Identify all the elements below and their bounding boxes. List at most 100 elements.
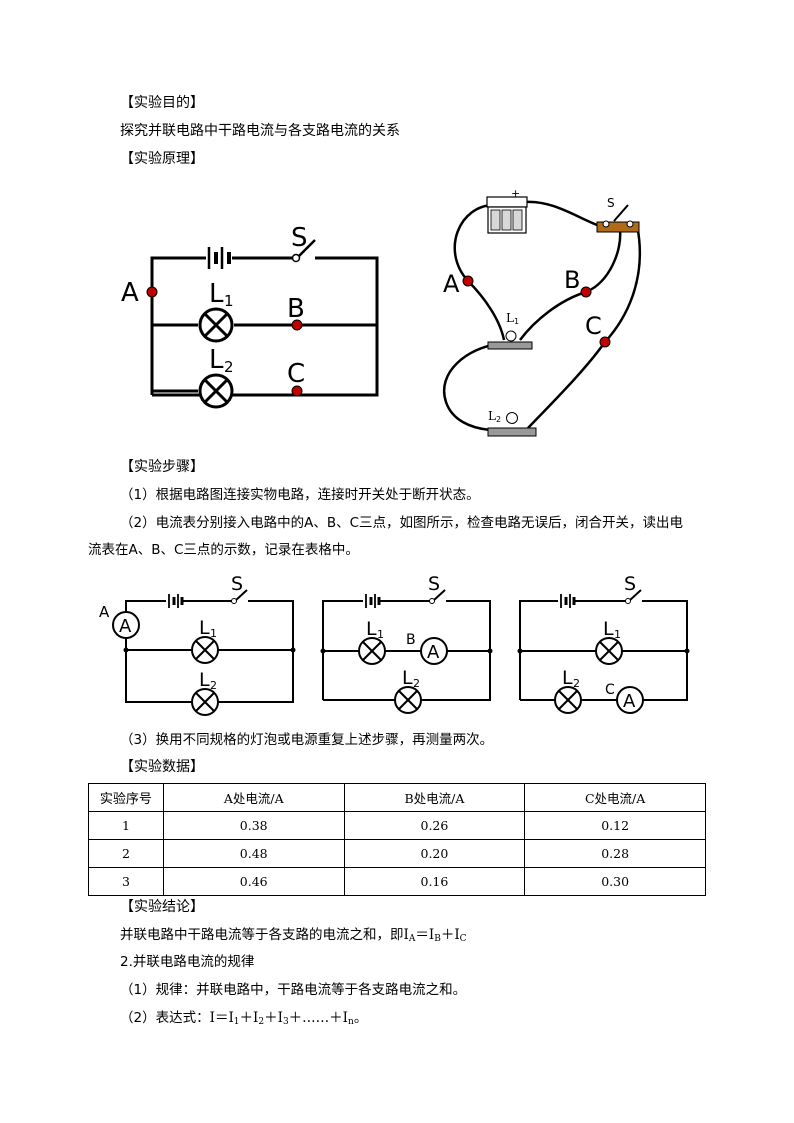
label-l2-sub: 2 xyxy=(413,677,420,690)
rule-2-line: （2）表达式：I＝I1＋I2＋I3＋……＋In。 xyxy=(120,1009,367,1031)
junction-dot xyxy=(487,648,493,654)
node-b xyxy=(580,286,592,298)
physical-label-l2: L xyxy=(488,409,496,423)
label-l1-sub: 1 xyxy=(224,292,234,310)
node-a xyxy=(462,275,474,287)
data-table: 实验序号 A处电流/A B处电流/A C处电流/A 1 0.38 0.26 0.… xyxy=(88,783,706,896)
label-b: B xyxy=(406,632,416,648)
circuit-ammeter-at-a: A S A L 1 L 2 xyxy=(99,573,296,716)
table-cell: 2 xyxy=(88,839,164,868)
junction-dot xyxy=(320,648,326,654)
switch-s-label: S xyxy=(607,196,615,210)
node-a xyxy=(146,286,158,298)
switch-pivot xyxy=(291,253,301,263)
label-l2: L xyxy=(562,667,573,689)
switch-pivot xyxy=(429,598,435,604)
principle-heading: 【实验原理】 xyxy=(120,151,204,167)
junction-dot xyxy=(517,648,523,654)
label-s: S xyxy=(291,223,308,253)
table-row: 2 0.48 0.20 0.28 xyxy=(88,839,706,868)
physical-label-c: C xyxy=(585,312,602,340)
label-l1: L xyxy=(603,618,614,640)
conclusion-heading: 【实验结论】 xyxy=(120,899,204,915)
ammeter-icon: A xyxy=(112,611,140,639)
table-cell: 1 xyxy=(88,811,164,840)
switch-pivot xyxy=(625,598,631,604)
lamp-l1-icon xyxy=(191,636,219,664)
lamp-l1-icon xyxy=(198,307,234,343)
header-current-b: B处电流/A xyxy=(343,783,526,812)
switch-icon xyxy=(596,204,640,233)
battery-icon xyxy=(168,594,184,608)
physical-label-l1-sub: 1 xyxy=(514,317,519,326)
conclusion-text: 并联电路中干路电流等于各支路的电流之和，即 xyxy=(120,927,404,943)
label-b: B xyxy=(287,294,305,324)
battery-icon xyxy=(486,196,528,234)
lamp-l2-icon xyxy=(394,686,422,714)
lamp-l2-icon xyxy=(191,688,219,716)
step-2-text-line1: （2）电流表分别接入电路中的A、B、C三点，如图所示，检查电路无误后，闭合开关，… xyxy=(120,515,684,531)
physical-label-l2-sub: 2 xyxy=(496,415,501,424)
physical-label-l1: L xyxy=(506,311,514,325)
table-cell: 0.20 xyxy=(343,839,526,868)
label-s: S xyxy=(428,573,440,595)
step-3-text: （3）换用不同规格的灯泡或电源重复上述步骤，再测量两次。 xyxy=(120,732,494,748)
label-l1: L xyxy=(199,617,210,639)
table-header-row: 实验序号 A处电流/A B处电流/A C处电流/A xyxy=(88,783,706,812)
step-2-text-line2: 流表在A、B、C三点的示数，记录在表格中。 xyxy=(88,542,359,558)
conclusion-formula: IA＝IB＋IC xyxy=(403,927,467,944)
label-c: C xyxy=(287,359,305,389)
lamp-l1-icon xyxy=(487,330,533,350)
table-row: 3 0.46 0.16 0.30 xyxy=(88,867,706,896)
label-l2-sub: 2 xyxy=(573,677,580,690)
physical-label-b: B xyxy=(564,266,580,294)
junction-dot xyxy=(684,648,690,654)
label-c: C xyxy=(605,682,615,698)
principle-circuit-diagram: A S B C L 1 L 2 xyxy=(121,223,379,409)
rule-2-prefix: （2）表达式： xyxy=(120,1010,210,1026)
battery-icon xyxy=(207,247,231,269)
node-c xyxy=(291,385,303,397)
battery-icon xyxy=(560,594,576,608)
table-cell: 0.38 xyxy=(162,811,345,840)
label-l2: L xyxy=(199,669,210,691)
circuit-ammeter-at-b: A S B L 1 L 2 xyxy=(320,573,493,714)
label-s: S xyxy=(231,573,243,595)
ammeter-circuits-row: A S A L 1 L 2 xyxy=(99,573,690,716)
table-cell: 0.30 xyxy=(524,867,706,896)
ammeter-icon: A xyxy=(616,686,644,714)
label-l1: L xyxy=(366,618,377,640)
lamp-l2-icon xyxy=(554,686,582,714)
label-a: A xyxy=(121,278,139,308)
node-b xyxy=(291,319,303,331)
header-trial-number: 实验序号 xyxy=(88,783,164,812)
lamp-l1-icon xyxy=(358,637,386,665)
table-cell: 3 xyxy=(88,867,164,896)
purpose-heading: 【实验目的】 xyxy=(120,95,204,111)
data-heading: 【实验数据】 xyxy=(120,759,204,775)
table-row: 1 0.38 0.26 0.12 xyxy=(88,811,706,840)
rule-1-text: （1）规律：并联电路中，干路电流等于各支路电流之和。 xyxy=(120,982,467,998)
conclusion-text-line: 并联电路中干路电流等于各支路的电流之和，即IA＝IB＋IC xyxy=(120,926,467,948)
svg-text:A: A xyxy=(119,616,132,637)
lamp-l1-icon xyxy=(595,637,623,665)
label-a: A xyxy=(99,603,110,621)
battery-icon xyxy=(365,594,381,608)
label-l1: L xyxy=(209,279,224,309)
step-1-text: （1）根据电路图连接实物电路，连接时开关处于断开状态。 xyxy=(120,487,480,503)
steps-heading: 【实验步骤】 xyxy=(120,459,204,475)
label-l1-sub: 1 xyxy=(614,628,621,641)
label-s: S xyxy=(624,573,636,595)
lamp-l2-icon xyxy=(487,412,537,437)
rule-title: 2.并联电路电流的规律 xyxy=(120,954,255,970)
junction-dot xyxy=(123,647,129,653)
label-l1-sub: 1 xyxy=(377,628,384,641)
svg-text:A: A xyxy=(427,642,440,663)
physical-circuit-illustration: + S L 1 L 2 A B C xyxy=(443,187,642,437)
battery-plus-label: + xyxy=(511,187,520,200)
table-cell: 0.48 xyxy=(162,839,345,868)
purpose-text: 探究并联电路中干路电流与各支路电流的关系 xyxy=(120,123,400,139)
rule-2-formula: I＝I1＋I2＋I3＋……＋In。 xyxy=(209,1010,368,1027)
junction-dot xyxy=(290,647,296,653)
node-c xyxy=(599,336,611,348)
